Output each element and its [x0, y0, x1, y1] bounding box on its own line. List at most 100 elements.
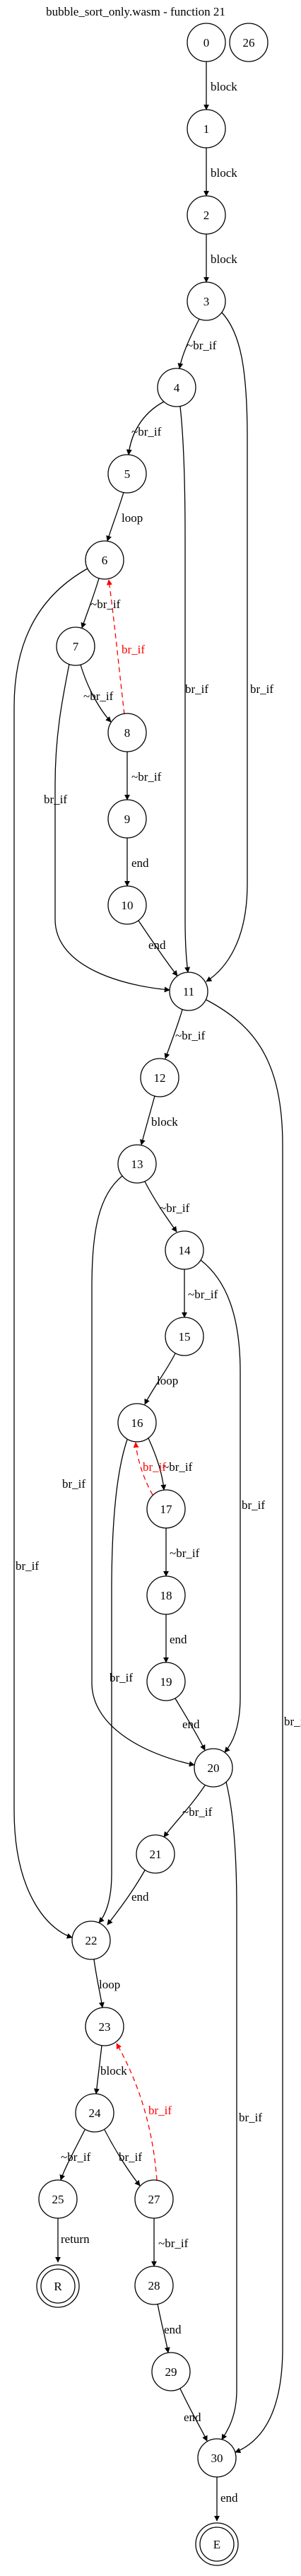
node-1: 1: [187, 109, 226, 148]
edge-0-to-1: block: [203, 62, 237, 110]
edge-17-to-18: ~br_if: [163, 1528, 200, 1577]
edge-30-to-E: end: [214, 2477, 238, 2522]
edge-line: [107, 1870, 146, 1925]
edge-label: ~br_if: [158, 2237, 189, 2250]
edge-line: [106, 491, 124, 542]
edge-11-to-12: ~br_if: [164, 1009, 206, 1059]
edge-label: ~br_if: [90, 598, 121, 611]
edge-23-to-24: block: [93, 2045, 127, 2094]
edge-1-to-2: block: [203, 148, 237, 197]
edge-label: ~br_if: [182, 1805, 213, 1819]
node-27: 27: [134, 2179, 174, 2219]
node-label: 16: [131, 1416, 143, 1430]
node-label: 14: [179, 1244, 191, 1257]
edge-line: [93, 1959, 105, 2008]
edge-13-to-14: ~br_if: [144, 1181, 190, 1232]
edge-6-to-22: br_if: [13, 568, 88, 1939]
node-circle: [117, 1403, 157, 1443]
edge-label: br_if: [110, 1671, 133, 1684]
edge-line: [179, 406, 191, 973]
node-label: 4: [174, 381, 180, 395]
edge-line: [200, 1259, 241, 1753]
node-label: 19: [160, 1675, 172, 1689]
edge-line: [104, 2129, 141, 2186]
node-circle: [134, 2179, 174, 2219]
node-25: 25: [38, 2179, 78, 2219]
node-circle: [38, 2179, 78, 2219]
node-20: 20: [194, 1748, 233, 1788]
node-label: E: [213, 2538, 220, 2551]
edge-line: [116, 2043, 158, 2181]
node-11: 11: [169, 972, 208, 1011]
edge-4-to-11: br_if: [179, 406, 208, 973]
node-15: 15: [165, 1317, 204, 1356]
edge-24-to-27: br_if: [104, 2129, 142, 2186]
node-circle: [229, 23, 268, 62]
node-label: 28: [148, 2279, 160, 2292]
edge-label: ~br_if: [160, 1201, 190, 1215]
edge-28-to-29: end: [157, 2303, 182, 2353]
node-circle: [134, 2266, 174, 2305]
terminal-node-R: R: [36, 2264, 80, 2308]
node-label: 8: [124, 726, 131, 740]
edge-label: ~br_if: [175, 1029, 206, 1042]
node-circle: [146, 1575, 186, 1615]
node-26: 26: [229, 23, 268, 62]
edge-label: br_if: [148, 2104, 172, 2117]
edge-line: [106, 579, 125, 715]
node-circle: [146, 1489, 186, 1529]
edge-15-to-16: loop: [144, 1353, 178, 1405]
edge-16-to-17: ~br_if: [148, 1438, 193, 1491]
edge-label: br_if: [62, 1477, 85, 1491]
edge-label: return: [61, 2232, 90, 2246]
edge-19-to-20: end: [175, 1698, 206, 1751]
node-label: 26: [243, 36, 255, 49]
node-label: 27: [148, 2193, 161, 2206]
edge-line: [93, 2045, 102, 2094]
node-circle: [187, 23, 226, 62]
edge-line: [80, 664, 112, 723]
edge-label: br_if: [143, 1460, 166, 1474]
edge-label: loop: [122, 511, 143, 525]
edge-line: [81, 578, 100, 629]
node-4: 4: [157, 368, 196, 407]
edge-line: [138, 920, 178, 977]
node-inner-circle: [199, 2527, 235, 2562]
edge-8-to-6: br_if: [106, 579, 145, 715]
node-circle: [187, 281, 226, 321]
edge-line: [206, 312, 248, 982]
node-9: 9: [107, 799, 147, 839]
edge-3-to-4: ~br_if: [177, 318, 217, 369]
edge-20-to-21: ~br_if: [163, 1785, 213, 1838]
edge-5-to-6: loop: [106, 491, 143, 542]
edge-label: end: [220, 2491, 238, 2505]
node-label: 1: [203, 122, 210, 136]
edge-label: loop: [99, 1978, 120, 1991]
edge-line: [221, 1781, 237, 2440]
edge-27-to-23: br_if: [116, 2043, 172, 2181]
edge-27-to-28: ~br_if: [151, 2218, 189, 2267]
node-21: 21: [136, 1834, 175, 1874]
terminal-node-E: E: [195, 2522, 239, 2566]
node-30: 30: [197, 2438, 237, 2478]
edge-line: [91, 1175, 195, 1767]
node-circle: [107, 799, 147, 839]
edge-label: ~br_if: [61, 2150, 91, 2164]
node-label: 29: [165, 2365, 177, 2379]
edge-25-to-R: return: [55, 2218, 90, 2263]
node-28: 28: [134, 2266, 174, 2305]
edge-label: block: [100, 2064, 127, 2077]
node-5: 5: [107, 454, 147, 494]
edge-9-to-10: end: [124, 838, 149, 887]
node-label: 5: [124, 467, 131, 481]
edge-10-to-11: end: [138, 920, 178, 977]
node-label: 0: [203, 36, 210, 49]
edge-16-to-22: br_if: [98, 1439, 133, 1923]
node-label: 30: [211, 2452, 223, 2465]
edge-label: end: [148, 938, 166, 952]
node-2: 2: [187, 195, 226, 235]
edge-14-to-15: ~br_if: [182, 1269, 218, 1318]
node-circle: [107, 713, 147, 752]
edge-label: block: [211, 80, 237, 93]
node-circle: [197, 2438, 237, 2478]
